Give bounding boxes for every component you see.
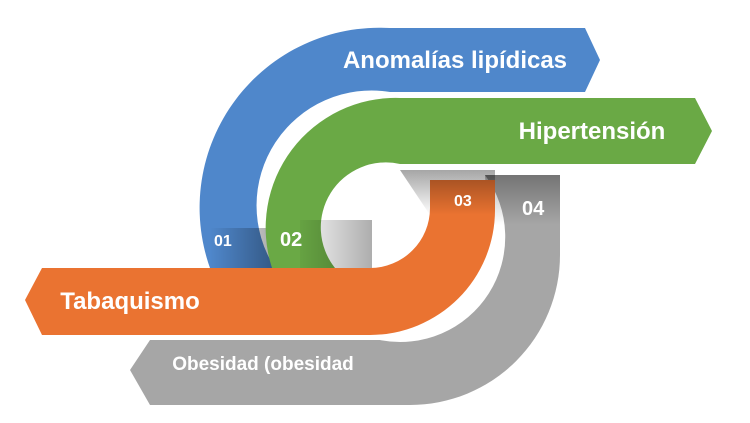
band-hipertension <box>265 97 712 269</box>
band-anomalias-lipidicas <box>199 27 600 268</box>
band-tabaquismo <box>25 180 495 335</box>
label-hipertension: Hipertensión <box>519 118 666 145</box>
number-04: 04 <box>522 198 545 220</box>
band-anomalias-shadow <box>210 228 275 268</box>
band-obesidad-shadow <box>485 175 560 225</box>
label-anomalias-lipidicas: Anomalías lipídicas <box>343 47 567 74</box>
label-tabaquismo: Tabaquismo <box>60 288 200 315</box>
number-02: 02 <box>280 229 302 251</box>
band-obesidad <box>130 175 560 405</box>
band-hipertension-shadow <box>300 220 372 268</box>
number-01: 01 <box>214 233 232 250</box>
band-tabaquismo-shadow <box>400 170 495 215</box>
label-obesidad: Obesidad (obesidad <box>172 354 354 375</box>
number-03: 03 <box>454 193 472 210</box>
